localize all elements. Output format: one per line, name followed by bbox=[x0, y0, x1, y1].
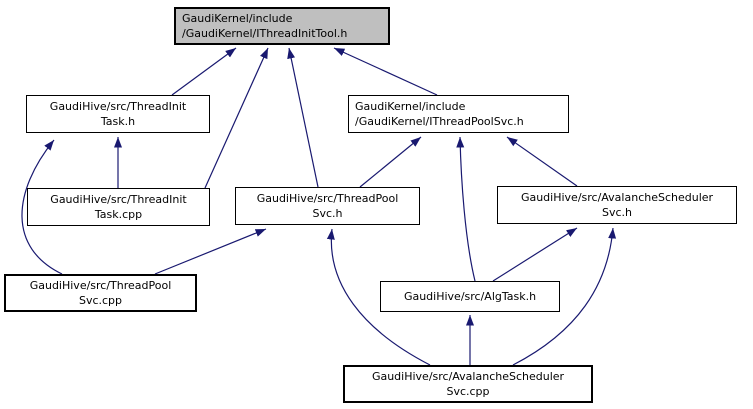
node-label-line: GaudiHive/src/AlgTask.h bbox=[403, 290, 537, 303]
edge-threadpoolsvc-h-to-ithreadinittool-h bbox=[287, 47, 319, 188]
node-label-line: GaudiKernel/include bbox=[355, 100, 466, 113]
node-algtask-h[interactable]: GaudiHive/src/AlgTask.h bbox=[380, 281, 560, 312]
node-label-line: Task.cpp bbox=[94, 208, 143, 221]
node-label-line: GaudiHive/src/ThreadInit bbox=[49, 100, 187, 113]
edge-algtask-h-to-avalancheschedulersvc-h bbox=[492, 227, 578, 282]
edge-algtask-h-to-ithreadpoolsvc-h bbox=[456, 136, 476, 282]
node-ithreadpoolsvc-h[interactable]: GaudiKernel/include/GaudiKernel/IThreadP… bbox=[348, 95, 569, 133]
node-label-line: Svc.h bbox=[312, 207, 343, 220]
node-label-line: GaudiHive/src/AvalancheScheduler bbox=[371, 370, 565, 383]
node-label-line: GaudiKernel/include bbox=[182, 12, 293, 25]
node-label-line: Task.h bbox=[100, 115, 136, 128]
node-label-line: Svc.h bbox=[601, 206, 632, 219]
edge-avalancheschedulersvc-h-to-ithreadpoolsvc-h bbox=[506, 136, 578, 187]
node-label-line: /GaudiKernel/IThreadInitTool.h bbox=[182, 27, 348, 40]
node-label-line: GaudiHive/src/ThreadPool bbox=[256, 192, 399, 205]
node-label-line: Svc.cpp bbox=[78, 294, 123, 307]
node-label-line: /GaudiKernel/IThreadPoolSvc.h bbox=[355, 115, 524, 128]
edge-threadinittask-h-to-ithreadinittool-h bbox=[171, 47, 237, 96]
edge-threadpoolsvc-cpp-to-threadpoolsvc-h bbox=[154, 228, 267, 275]
node-label-line: GaudiHive/src/ThreadInit bbox=[50, 193, 187, 206]
edge-threadpoolsvc-h-to-ithreadpoolsvc-h bbox=[359, 136, 422, 188]
node-label-line: Svc.cpp bbox=[446, 385, 490, 398]
node-label-line: GaudiHive/src/ThreadPool bbox=[29, 279, 172, 292]
edge-threadinittask-cpp-to-ithreadinittool-h bbox=[204, 47, 269, 189]
node-label-line: GaudiHive/src/AvalancheScheduler bbox=[520, 191, 714, 204]
node-ithreadinittool-h: GaudiKernel/include/GaudiKernel/IThreadI… bbox=[174, 7, 390, 45]
edge-ithreadpoolsvc-h-to-ithreadinittool-h bbox=[333, 47, 438, 96]
